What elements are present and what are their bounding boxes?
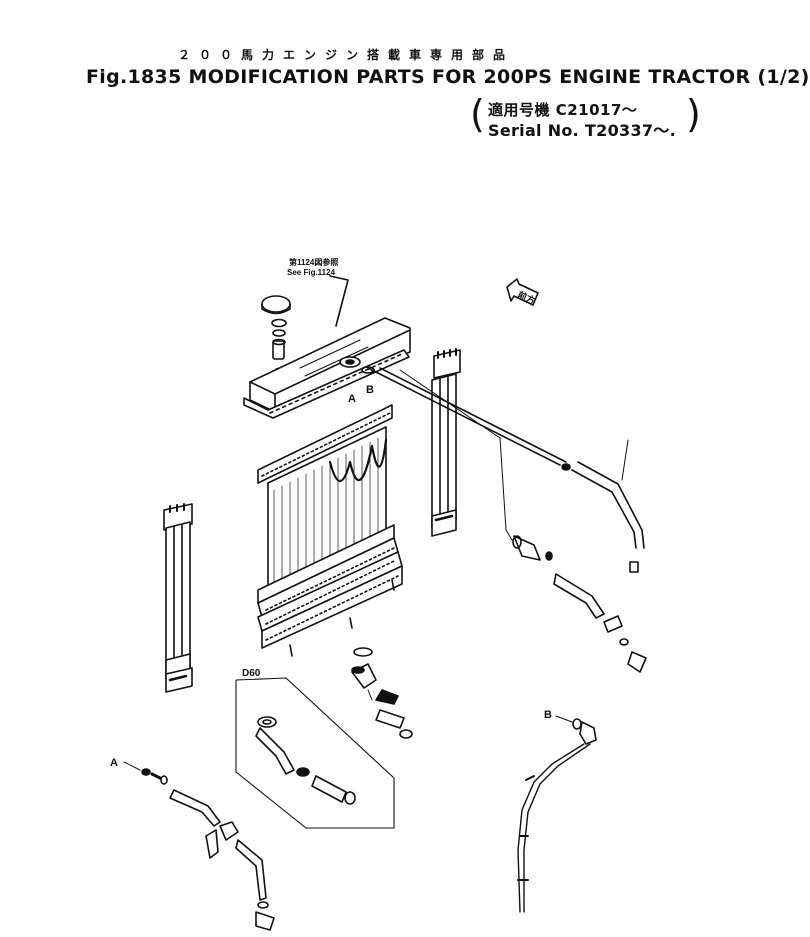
radiator-cap [261,295,291,375]
d60-label: D60 [242,668,261,679]
serial-applicable-jp: 適用号機 C21017～ [488,101,638,119]
ref-leader-line [329,275,349,327]
ref-note-en: See Fig.1124 [287,268,336,277]
radiator-upper-tank [243,317,411,419]
upper-hose-assembly [399,369,647,673]
radiator-core [257,404,403,657]
d60-variant-box: D60 [235,668,395,829]
side-bracket-right [431,348,461,537]
serial-number: Serial No. T20337～. [488,121,676,140]
callout-a-bottom: A [110,757,118,769]
lower-outlet-assembly [351,647,413,739]
right-paren: ) [686,92,701,136]
overflow-pipe [367,367,645,573]
front-arrow-icon: 前方 [506,278,539,306]
lower-left-pipe [123,761,275,931]
drain-tube-assembly [517,715,597,913]
ref-note-jp: 第1124図参照 [289,257,338,267]
side-bracket-left [163,503,193,693]
title-japanese: ２００馬力エンジン搭載車専用部品 [178,48,515,62]
left-paren: ( [470,92,485,136]
callout-a-top: A [348,393,356,405]
figure-title: Fig.1835 MODIFICATION PARTS FOR 200PS EN… [86,66,810,88]
callout-b-bottom: B [544,709,552,721]
parts-exploded-diagram: 第1124図参照 See Fig.1124 前方 A B [110,257,647,931]
callout-b-top: B [366,384,374,396]
